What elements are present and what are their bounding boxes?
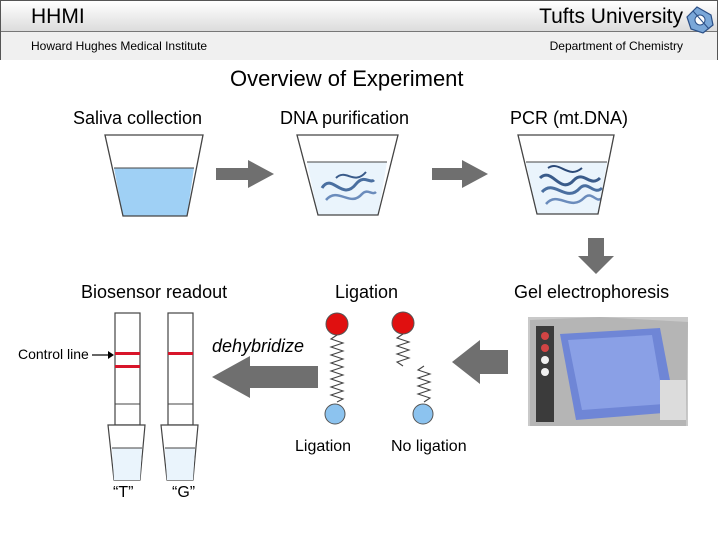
pcr-strands-graphic bbox=[538, 165, 604, 205]
label-control-line: Control line bbox=[18, 346, 89, 362]
probe-blue-bead-2 bbox=[412, 403, 434, 425]
dehybridize-arrow bbox=[212, 356, 318, 398]
header-bottom-band bbox=[1, 32, 717, 60]
test-strip-g bbox=[160, 312, 199, 481]
header-top-band bbox=[1, 1, 717, 32]
label-strip-g: “G” bbox=[172, 484, 196, 501]
label-pcr: PCR (mt.DNA) bbox=[510, 108, 628, 128]
arrow-left-1 bbox=[452, 340, 508, 384]
probe-red-bead-1 bbox=[325, 312, 349, 336]
label-saliva-collection: Saliva collection bbox=[73, 108, 203, 128]
tufts-seal-graphic bbox=[686, 6, 714, 34]
dna-cup bbox=[296, 134, 399, 216]
strip-t-control-band bbox=[115, 352, 140, 355]
tufts-title: Tufts University bbox=[539, 5, 683, 28]
tufts-subtitle: Department of Chemistry bbox=[549, 39, 683, 53]
label-no-ligation-result: No ligation bbox=[391, 438, 467, 455]
strip-g-control-band bbox=[168, 352, 193, 355]
probe-ligated bbox=[324, 312, 349, 425]
arrow-down bbox=[578, 238, 614, 274]
test-strip-t bbox=[107, 312, 146, 481]
label-ligation-step: Ligation bbox=[335, 282, 399, 302]
seal-icon bbox=[686, 6, 714, 34]
label-ligation-result: Ligation bbox=[295, 438, 352, 455]
probe-red-bead-2 bbox=[391, 311, 415, 335]
saliva-cup bbox=[104, 134, 204, 217]
slide-title: Overview of Experiment bbox=[230, 66, 464, 91]
header-banner: HHMI Howard Hughes Medical Institute Tuf… bbox=[0, 0, 718, 60]
label-dna-purification: DNA purification bbox=[280, 108, 410, 128]
pcr-cup bbox=[517, 134, 615, 215]
label-biosensor-readout: Biosensor readout bbox=[81, 282, 228, 302]
arrow-right-2 bbox=[432, 160, 488, 188]
hhmi-subtitle: Howard Hughes Medical Institute bbox=[31, 39, 208, 53]
label-strip-t: “T” bbox=[113, 484, 134, 501]
hhmi-title: HHMI bbox=[31, 5, 85, 28]
control-line-pointer bbox=[92, 351, 114, 359]
probe-blue-bead-1 bbox=[324, 403, 346, 425]
dna-strands-graphic bbox=[320, 171, 377, 201]
strip-t-test-band bbox=[115, 365, 140, 368]
label-gel-electrophoresis: Gel electrophoresis bbox=[514, 282, 670, 302]
gel-photo bbox=[528, 317, 688, 426]
probe-unligated bbox=[391, 311, 434, 425]
label-dehybridize: dehybridize bbox=[212, 336, 305, 356]
arrow-right-1 bbox=[216, 160, 274, 188]
saliva-liquid bbox=[114, 168, 194, 216]
